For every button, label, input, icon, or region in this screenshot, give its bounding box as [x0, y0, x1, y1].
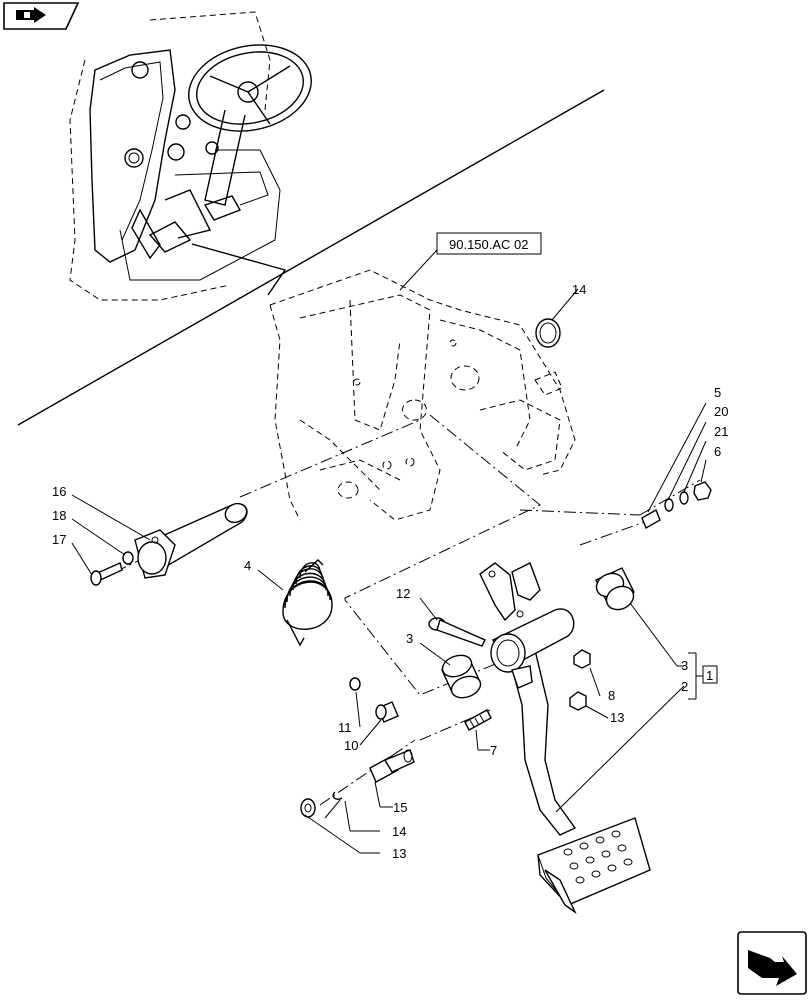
callout-1-box: [702, 665, 718, 684]
callout-leaders: [71, 249, 707, 854]
callout-12: 13: [610, 710, 624, 725]
inset-leader: [191, 243, 287, 296]
part-16-circlip: [535, 318, 561, 348]
pedal-support-bracket: [269, 269, 576, 521]
part-5-bolt: [641, 508, 661, 530]
callout-20: 20: [714, 404, 728, 419]
callout-6: 6: [714, 444, 721, 459]
part-20-washer: [664, 498, 674, 512]
part-11-pin: [428, 617, 486, 647]
part-8-nut: [573, 649, 591, 669]
callout-5: 5: [714, 385, 721, 400]
inset-divider: [17, 89, 605, 426]
callout-14: 14: [392, 824, 406, 839]
part-19-washer: [122, 551, 134, 565]
svg-text:90.150.AC 02: 90.150.AC 02: [449, 237, 529, 252]
part-6-nut: [693, 481, 712, 501]
part-21-washer: [679, 491, 689, 505]
callout-15: 15: [393, 800, 407, 815]
part-15-clevis: [369, 749, 415, 783]
callout-9: 10: [344, 738, 358, 753]
part-3-bushing-right: [595, 567, 635, 611]
part-10-grease-nipple: [349, 677, 361, 691]
part-14-clip: [332, 791, 343, 801]
callout-3-left: 3: [406, 631, 413, 646]
next-page-arrow-icon[interactable]: [737, 931, 807, 995]
part-3-bushing-left: [441, 654, 482, 699]
callout-3-right: 3: [681, 658, 688, 673]
callout-19: 18: [52, 508, 66, 523]
callout-1: 1: [706, 668, 713, 683]
part-2-pedal: [479, 562, 651, 915]
callout-10: 11: [338, 720, 352, 735]
part-13-washer: [300, 798, 316, 818]
pedal-pad-treads: [563, 830, 633, 884]
part-4-return-spring: [282, 559, 333, 647]
part-7-stud: [464, 709, 492, 731]
callout-16: 14: [572, 282, 586, 297]
part-9-cap: [375, 701, 399, 723]
reference-box[interactable]: 90.150.AC 02: [436, 232, 542, 255]
part-12-nut: [569, 691, 587, 711]
part-17-pivot-pin: [134, 502, 248, 579]
callout-labels: 14 16 18 17 4 12 3 11 10 15 14 13 7 8 13…: [52, 282, 728, 861]
book-navigation-icon[interactable]: [3, 2, 80, 30]
callout-2: 2: [681, 679, 688, 694]
callout-17: 16: [52, 484, 66, 499]
callout-4: 4: [244, 558, 251, 573]
callout-7: 7: [490, 743, 497, 758]
part-18-bolt: [90, 562, 123, 586]
assembly-centerlines: [114, 414, 701, 806]
callout-21: 21: [714, 424, 728, 439]
callout-18: 17: [52, 532, 66, 547]
callout-11: 12: [396, 586, 410, 601]
callout-8: 8: [608, 688, 615, 703]
callout-13: 13: [392, 846, 406, 861]
cab-inset-illustration: [69, 11, 312, 301]
